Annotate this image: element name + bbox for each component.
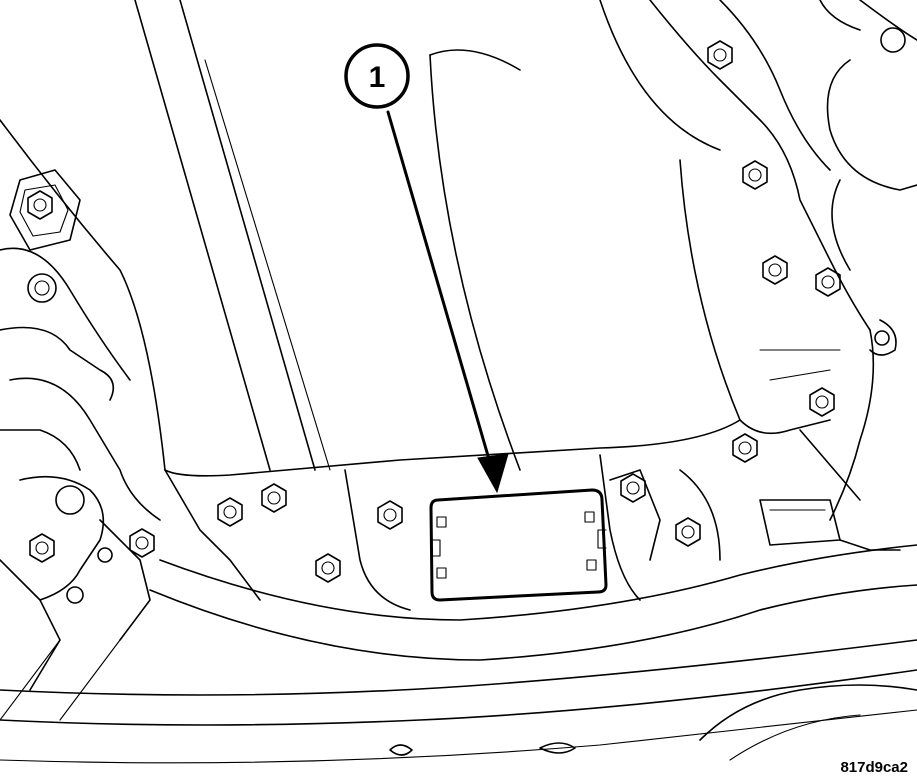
hex-bolt-icon xyxy=(620,473,646,503)
pan-lower-edge xyxy=(0,544,917,764)
plate-cover xyxy=(429,488,608,602)
right-housing xyxy=(649,0,917,521)
hex-bolt-icon xyxy=(815,267,841,297)
callout-number: 1 xyxy=(369,61,386,94)
hex-bolt-icon xyxy=(315,553,341,583)
left-housing xyxy=(0,169,261,721)
hex-bolt-icon xyxy=(29,533,55,563)
callout-arrow xyxy=(386,110,509,494)
hex-bolt-icon xyxy=(27,190,53,220)
hex-bolt-icon xyxy=(742,160,768,190)
callout-bubble: 1 xyxy=(344,43,410,109)
hex-bolt-icon xyxy=(732,433,758,463)
hex-bolt-icon xyxy=(261,483,287,513)
hex-bolt-icon xyxy=(809,387,835,417)
mounting-bosses xyxy=(344,454,901,611)
hex-bolt-icon xyxy=(217,497,243,527)
hex-bolt-icon xyxy=(675,517,701,547)
hex-bolt-icon xyxy=(377,500,403,530)
hex-bolt-icon xyxy=(762,255,788,285)
figure-code: 817d9ca2 xyxy=(840,759,908,776)
hex-bolt-icon xyxy=(129,528,155,558)
hex-bolt-icon xyxy=(707,40,733,70)
pan-bolts xyxy=(27,40,841,583)
oil-pan-body xyxy=(0,0,741,477)
